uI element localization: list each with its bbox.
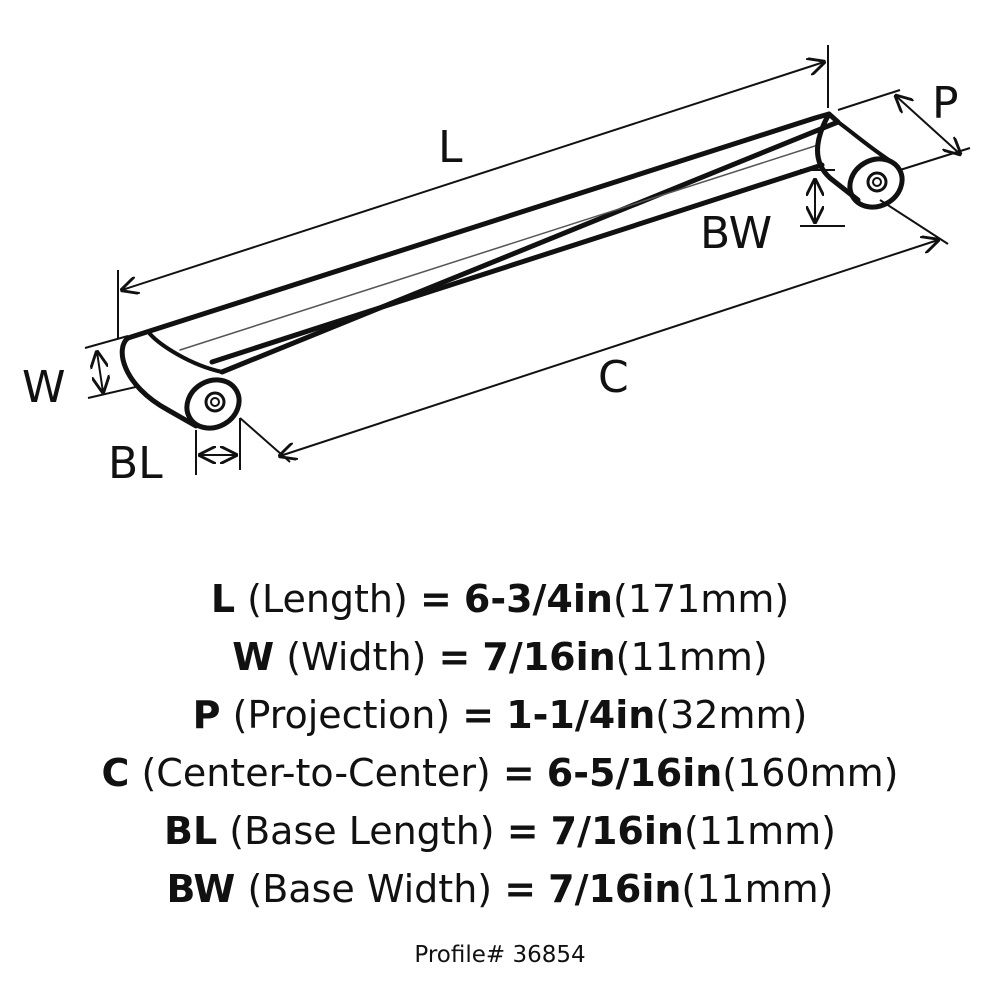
spec-equals: = [462,693,495,737]
label-C: C [598,352,629,403]
spec-row-base-length: BL (Base Length) = 7/16in(11mm) [0,802,1000,860]
label-P: P [932,78,959,129]
profile-number: Profile# 36854 [414,942,586,968]
spec-equals: = [504,867,537,911]
center-arrow [280,240,938,456]
spec-code: W [232,635,275,679]
spec-equals: = [419,577,452,621]
left-leg [119,335,199,429]
spec-equals: = [506,809,539,853]
spec-code: C [101,751,130,795]
projection-arrow [896,96,960,154]
label-W: W [22,362,66,413]
spec-metric: (11mm) [615,635,768,679]
spec-name: (Base Length) [229,809,495,853]
dimension-spec-list: L (Length) = 6-3/4in(171mm) W (Width) = … [0,570,1000,918]
spec-row-projection: P (Projection) = 1-1/4in(32mm) [0,686,1000,744]
spec-name: (Length) [247,577,408,621]
width-arrow [97,352,103,392]
label-BW: BW [700,208,772,259]
spec-row-length: L (Length) = 6-3/4in(171mm) [0,570,1000,628]
left-base [184,377,242,431]
spec-equals: = [502,751,535,795]
spec-row-center-to-center: C (Center-to-Center) = 6-5/16in(160mm) [0,744,1000,802]
label-BL: BL [108,438,163,489]
right-base [847,156,905,210]
spec-code: L [210,577,236,621]
spec-row-width: W (Width) = 7/16in(11mm) [0,628,1000,686]
length-arrow [122,62,824,290]
spec-name: (Projection) [232,693,451,737]
spec-imperial: 7/16in [550,809,684,853]
spec-code: BW [166,867,236,911]
spec-code: P [192,693,221,737]
spec-metric: (160mm) [722,751,899,795]
spec-metric: (171mm) [612,577,790,621]
dimension-lines [84,45,971,475]
spec-name: (Center-to-Center) [141,751,491,795]
spec-imperial: 1-1/4in [506,693,656,737]
spec-imperial: 7/16in [548,867,682,911]
spec-metric: (11mm) [683,809,836,853]
spec-name: (Base Width) [247,867,493,911]
spec-name: (Width) [286,635,427,679]
spec-metric: (32mm) [655,693,808,737]
label-L: L [438,122,463,173]
spec-code: BL [164,809,218,853]
spec-imperial: 6-5/16in [546,751,723,795]
spec-imperial: 7/16in [482,635,616,679]
handle-dimension-diagram: L P BW W C BL [22,45,971,489]
spec-equals: = [438,635,471,679]
spec-imperial: 6-3/4in [463,577,613,621]
spec-row-base-width: BW (Base Width) = 7/16in(11mm) [0,860,1000,918]
spec-metric: (11mm) [681,867,834,911]
